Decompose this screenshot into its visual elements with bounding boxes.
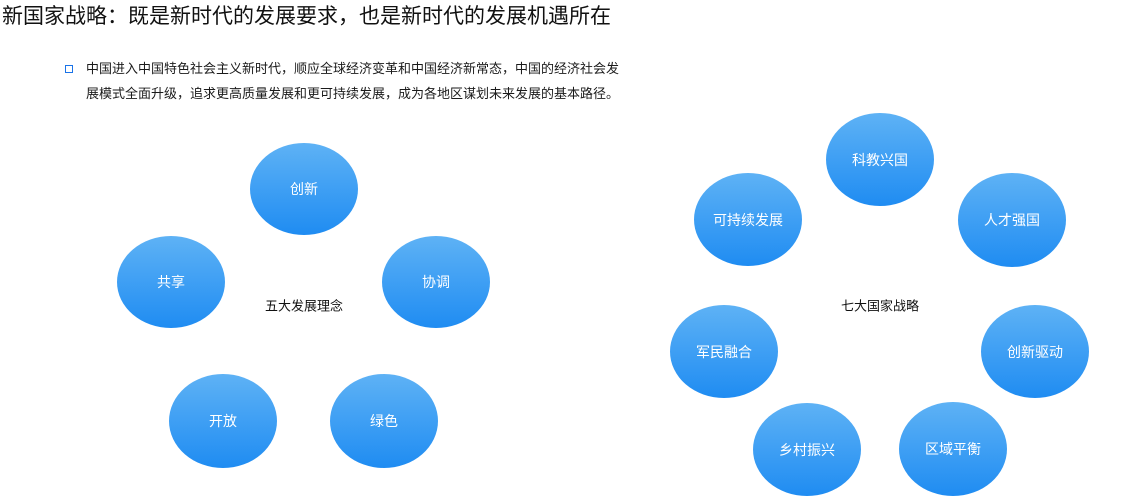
bubble-sustainable: 可持续发展 xyxy=(694,173,802,266)
bubble-sharing: 共享 xyxy=(117,236,225,328)
bubble-military-civil: 军民融合 xyxy=(670,305,778,398)
intro-paragraph: 中国进入中国特色社会主义新时代，顺应全球经济变革和中国经济新常态，中国的经济社会… xyxy=(86,57,686,107)
bubble-coordination: 协调 xyxy=(382,236,490,328)
intro-line-1: 中国进入中国特色社会主义新时代，顺应全球经济变革和中国经济新常态，中国的经济社会… xyxy=(86,62,620,77)
bubble-green: 绿色 xyxy=(330,374,438,468)
left-cluster-center-label: 五大发展理念 xyxy=(264,299,344,315)
bullet-square-icon xyxy=(65,65,73,73)
bubble-openness: 开放 xyxy=(169,374,277,468)
bubble-regional-balance: 区域平衡 xyxy=(899,402,1007,496)
bubble-science-education: 科教兴国 xyxy=(826,113,934,206)
right-cluster-center-label: 七大国家战略 xyxy=(840,299,920,315)
bubble-rural-revitalization: 乡村振兴 xyxy=(753,403,861,496)
page-title: 新国家战略：既是新时代的发展要求，也是新时代的发展机遇所在 xyxy=(2,4,611,28)
bubble-innovation-driven: 创新驱动 xyxy=(981,305,1089,398)
bubble-innovation: 创新 xyxy=(250,143,358,235)
bubble-talent: 人才强国 xyxy=(958,173,1066,267)
intro-line-2: 展模式全面升级，追求更高质量发展和更可持续发展，成为各地区谋划未来发展的基本路径… xyxy=(86,87,620,102)
